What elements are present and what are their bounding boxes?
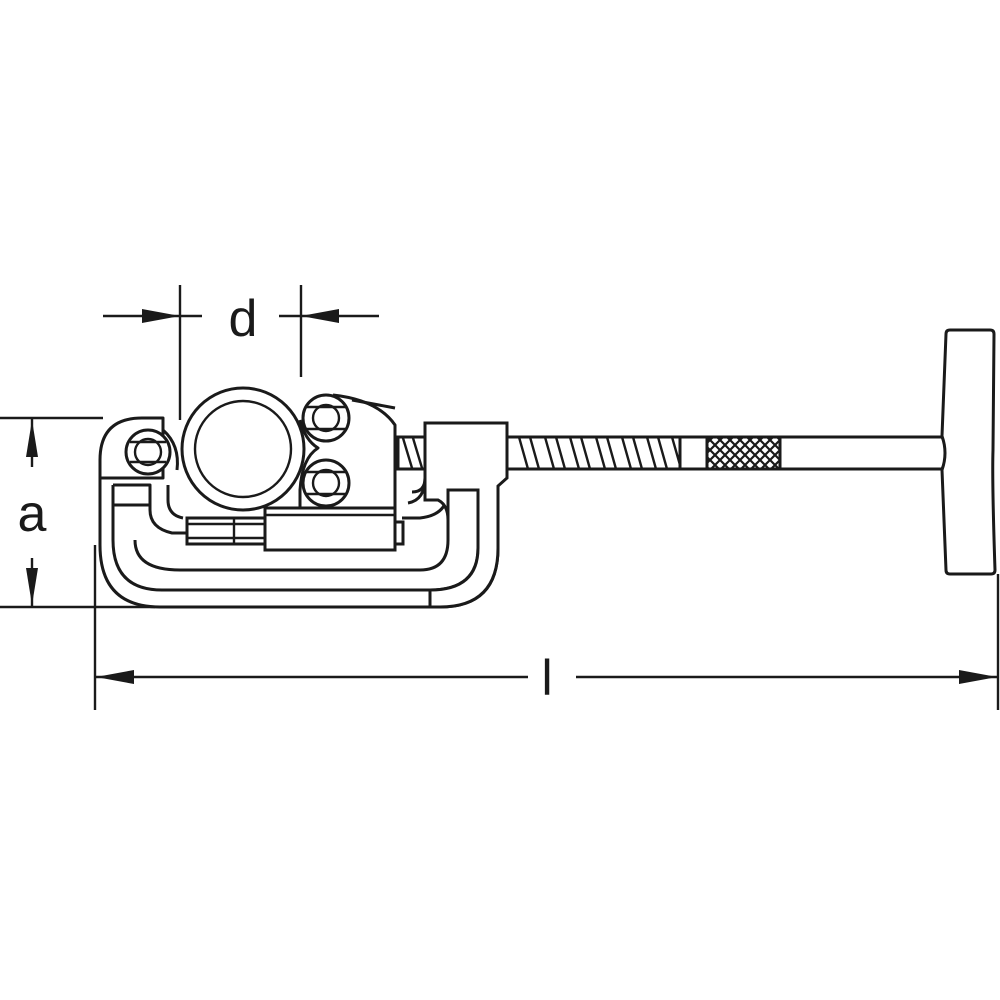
cutting-wheel — [124, 428, 179, 476]
feed-screw — [396, 435, 709, 471]
dimension-l: l — [93, 545, 1000, 710]
dimension-d: d — [103, 285, 379, 420]
jaw-block — [423, 421, 509, 609]
dimension-d-label: d — [229, 290, 258, 348]
pipe-section — [180, 386, 306, 512]
guide-roller-lower — [301, 458, 351, 508]
handle-rod — [780, 435, 948, 471]
sliding-carriage — [185, 506, 405, 552]
t-handle — [940, 328, 997, 576]
dimension-a-label: a — [18, 485, 47, 543]
dimension-a: a — [0, 416, 155, 609]
roller-housing — [298, 393, 397, 510]
dimension-l-label: l — [541, 650, 552, 706]
guide-roller-upper — [301, 393, 351, 443]
knurled-grip — [705, 435, 782, 471]
